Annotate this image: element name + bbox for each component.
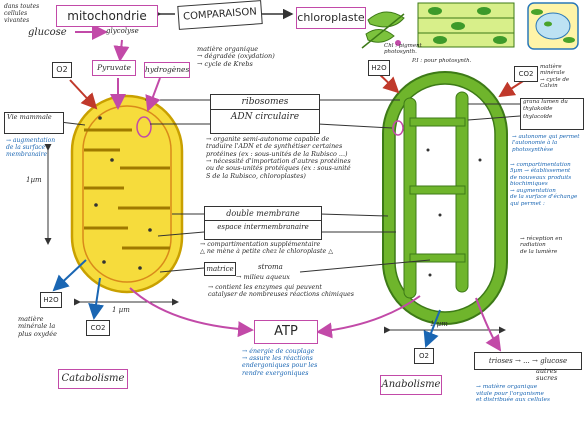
- box-atp: ATP: [254, 320, 318, 344]
- blue-arrows: [52, 259, 441, 348]
- leaf-drawing: [361, 11, 405, 49]
- label-stroma: stroma: [258, 263, 283, 271]
- chloroplast-drawing: [382, 71, 508, 325]
- box-hydrogenes: hydrogènes: [144, 62, 190, 78]
- box-membranes: double membrane espace intermembranaire: [204, 206, 322, 240]
- label-glycolyse: glycolyse: [106, 27, 139, 35]
- title-chloroplaste: chloroplaste: [296, 7, 366, 29]
- title-mitochondrie: mitochondrie: [56, 5, 158, 27]
- label-glucose: glucose: [28, 27, 67, 38]
- note-cycle-calvin: matière minérale → cycle de Calvin: [540, 64, 570, 89]
- label-espace: espace intermembranaire: [217, 223, 309, 231]
- note-ribosomes: → organite semi-autonome capable de trad…: [206, 135, 351, 180]
- note-reception: → réception en radiation de la lumière: [520, 236, 563, 255]
- cell-tissue-drawing: [417, 2, 515, 48]
- box-o2-right: O2: [414, 348, 434, 364]
- note-atp: → énergie de couplage → assure les réact…: [242, 348, 318, 377]
- scale-label-left: 1µm: [26, 176, 42, 184]
- chloroplast-cell-drawing: [527, 2, 579, 50]
- box-matrice: matrice: [204, 262, 236, 276]
- label-adn: ADN circulaire: [230, 112, 300, 122]
- mitochondrion-drawing: [70, 94, 184, 294]
- box-h2o-right: H2O: [368, 60, 390, 76]
- note-matiere-minerale: matière minérale la plus oxydée: [18, 315, 57, 338]
- box-o2-left: O2: [52, 62, 72, 78]
- pink-arrows: [75, 24, 502, 352]
- note-chlorophyll-1: Chl : pigment photosynth.: [384, 43, 422, 56]
- note-compartimentation: → compartimentation supplémentaire △ ne …: [200, 241, 334, 256]
- box-catabolisme: Catabolisme: [58, 369, 128, 389]
- box-vie-mammale: Vie mammale: [4, 112, 64, 134]
- note-chlorophyll-2: P.I : pour photosynth.: [412, 58, 472, 64]
- note-milieu: → milieu aqueux: [236, 273, 290, 281]
- note-thylakoid: → autonome qui permet l'autonomie à la p…: [512, 134, 580, 153]
- scale-label-bottom-left: 1 µm: [112, 306, 130, 314]
- box-anabolisme: Anabolisme: [380, 375, 442, 395]
- box-h2o-left: H2O: [40, 292, 62, 308]
- box-ribosomes-adn: ribosomes ADN circulaire: [210, 94, 320, 134]
- box-thylakoid: grana lumen du thylakoïde thylacoïde: [520, 98, 584, 130]
- box-co2-left: CO2: [86, 320, 110, 336]
- note-enzymes: → contient les enzymes qui peuvent catal…: [208, 284, 354, 299]
- note-matiere-organique: matière organique → dégradée (oxydation)…: [197, 45, 275, 68]
- label-autres-sucres: autres sucres: [536, 367, 558, 383]
- note-matiere-organique-right: → matière organique vitale pour l'organi…: [476, 384, 550, 404]
- note-surface: → augmentation de la surface membranaire: [6, 137, 56, 158]
- box-pyruvate: Pyruvate: [92, 60, 136, 76]
- scale-label-right: 1 µm: [430, 320, 448, 328]
- note-compart-right: → compartimentation 5µm → établissement …: [510, 162, 578, 207]
- label-double-membrane: double membrane: [205, 207, 321, 221]
- box-trioses: trioses → ... → glucose: [474, 352, 582, 370]
- note-all-cells: dans toutes cellules vivantes: [4, 3, 40, 24]
- label-ribosomes: ribosomes: [211, 95, 319, 110]
- box-co2-right: CO2: [514, 66, 538, 82]
- pointer-lines: [59, 99, 521, 273]
